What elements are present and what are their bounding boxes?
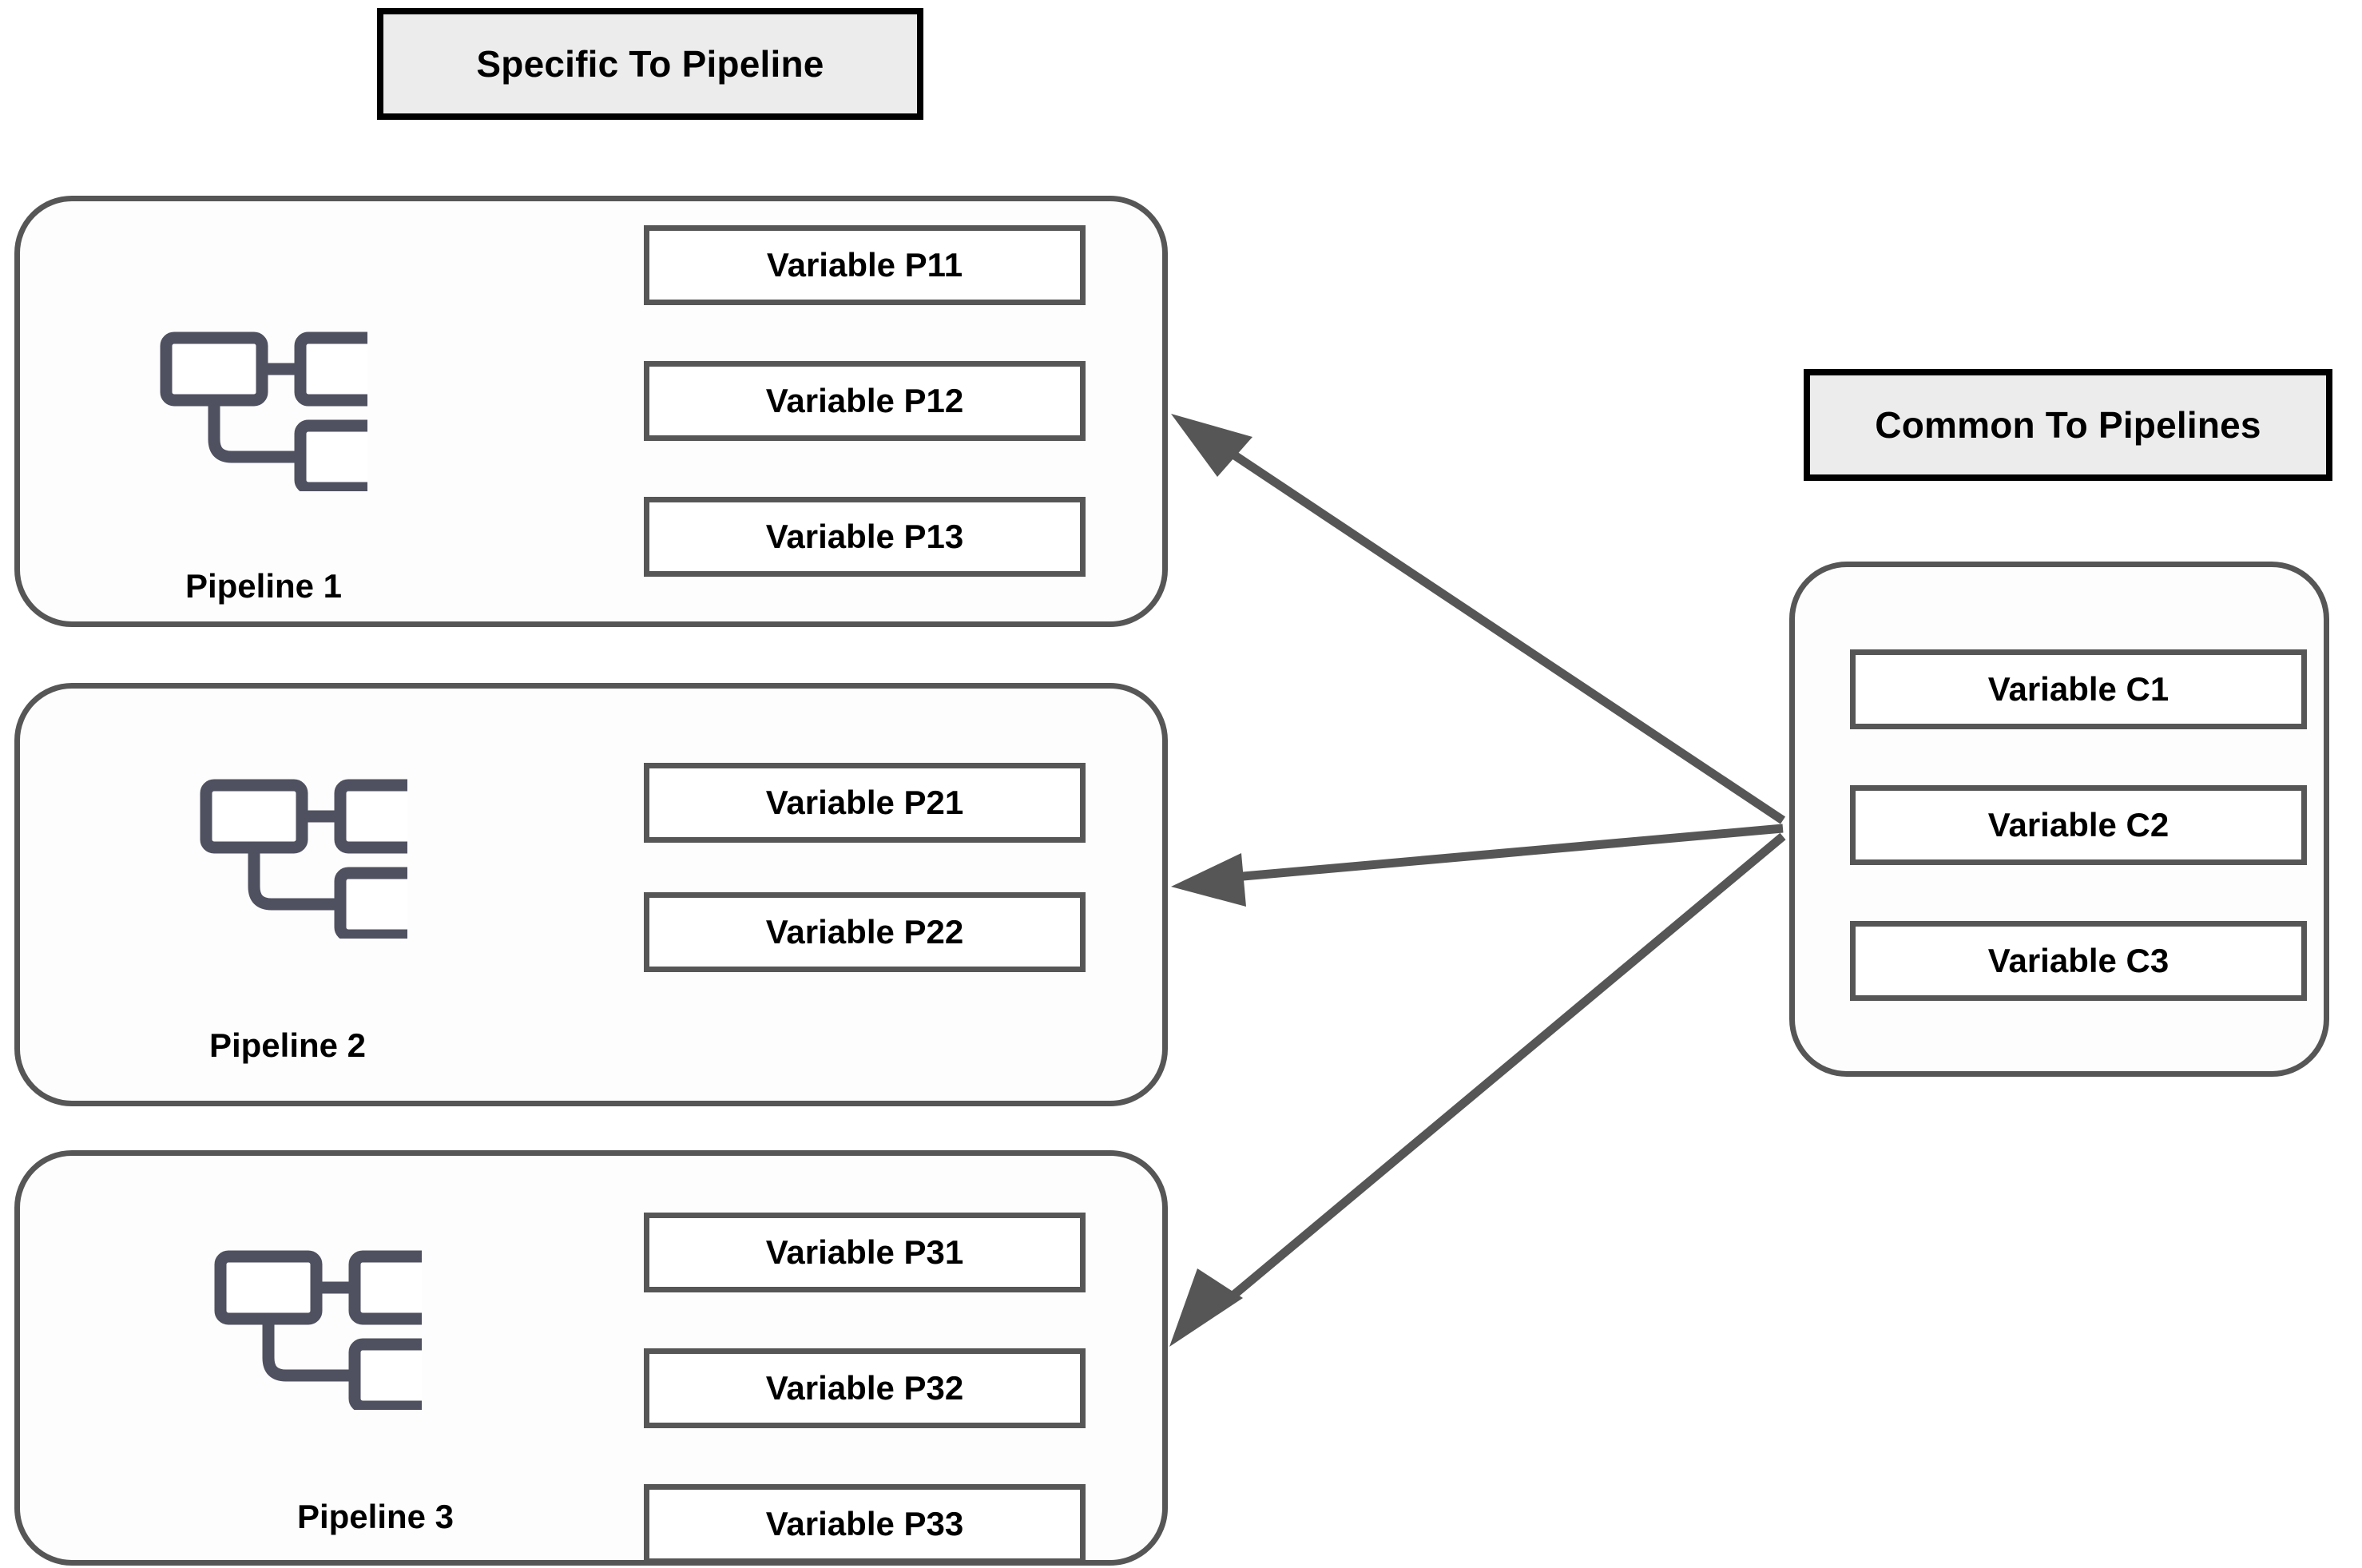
variable-box-p32[interactable]: Variable P32 <box>644 1348 1086 1428</box>
variable-label-p21: Variable P21 <box>765 784 964 821</box>
pipeline-caption-2: Pipeline 2 <box>208 1026 367 1064</box>
variable-box-c3[interactable]: Variable C3 <box>1850 921 2307 1001</box>
variable-box-c1[interactable]: Variable C1 <box>1850 649 2307 729</box>
pipeline-flow-icon <box>200 779 443 943</box>
variable-box-p13[interactable]: Variable P13 <box>644 497 1086 577</box>
variable-box-p21[interactable]: Variable P21 <box>644 763 1086 843</box>
variable-box-p11[interactable]: Variable P11 <box>644 225 1086 305</box>
pipeline-flow-icon <box>214 1250 457 1414</box>
variable-label-c1: Variable C1 <box>1987 670 2169 708</box>
arrow-common-to-pipeline-3 <box>1169 832 1786 1347</box>
variable-box-p33[interactable]: Variable P33 <box>644 1484 1086 1564</box>
variable-box-c2[interactable]: Variable C2 <box>1850 785 2307 865</box>
variable-label-c2: Variable C2 <box>1987 806 2169 844</box>
variable-label-p11: Variable P11 <box>766 246 963 284</box>
variable-label-p31: Variable P31 <box>765 1233 964 1271</box>
legend-specific-label: Specific To Pipeline <box>476 43 824 85</box>
arrow-common-to-pipeline-1 <box>1171 414 1786 824</box>
variable-box-p31[interactable]: Variable P31 <box>644 1213 1086 1292</box>
variable-label-p22: Variable P22 <box>765 913 964 951</box>
variable-box-p12[interactable]: Variable P12 <box>644 361 1086 441</box>
pipeline-caption-1: Pipeline 1 <box>185 567 343 605</box>
variable-label-p13: Variable P13 <box>765 518 964 555</box>
pipeline-caption-3: Pipeline 3 <box>296 1498 455 1535</box>
variable-label-p12: Variable P12 <box>765 382 964 419</box>
variable-label-p32: Variable P32 <box>765 1369 964 1407</box>
arrow-common-to-pipeline-2 <box>1171 824 1784 907</box>
legend-common-to-pipelines: Common To Pipelines <box>1804 369 2332 481</box>
legend-specific-to-pipeline: Specific To Pipeline <box>377 8 923 120</box>
variable-label-c3: Variable C3 <box>1987 942 2169 979</box>
pipeline-flow-icon <box>160 331 403 495</box>
legend-common-label: Common To Pipelines <box>1875 404 2261 446</box>
variable-box-p22[interactable]: Variable P22 <box>644 892 1086 972</box>
variable-label-p33: Variable P33 <box>765 1505 964 1542</box>
